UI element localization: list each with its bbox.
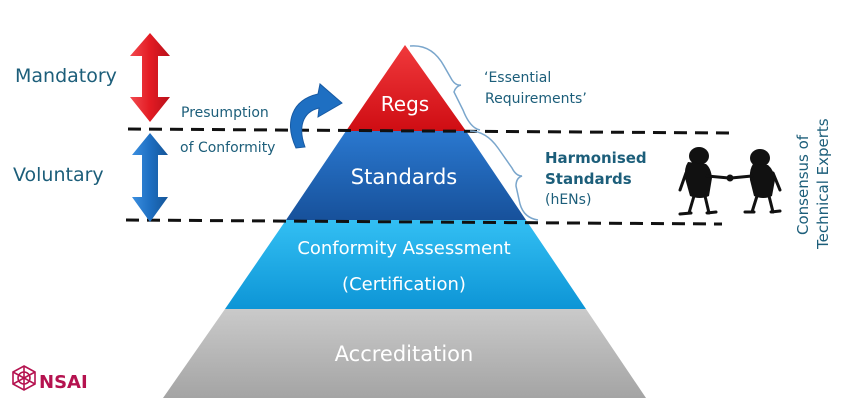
double-arrow-blue-icon [132, 133, 168, 222]
consensus-label-2: Technical Experts [814, 118, 832, 250]
harmonised-label-2: Standards [545, 170, 632, 188]
pyramid-tier-regs [346, 45, 466, 131]
mandatory-label: Mandatory [15, 65, 117, 87]
essential-label-1: ‘Essential [484, 70, 551, 86]
presumption-label-2: of Conformity [180, 140, 275, 156]
pyramid-tier-accreditation [163, 309, 646, 398]
dashed-divider-bottom [125, 218, 723, 226]
tier-accreditation-label: Accreditation [335, 342, 474, 366]
tier-standards-label: Standards [351, 165, 457, 189]
consensus-label-1: Consensus of [794, 134, 812, 235]
tier-conformity-label-2: (Certification) [342, 274, 466, 295]
pyramid-tier-standards [286, 131, 526, 220]
essential-label-2: Requirements’ [485, 91, 587, 107]
bracket-regs [409, 45, 481, 131]
bracket-standards [469, 130, 539, 221]
presumption-label-1: Presumption [181, 105, 269, 121]
double-arrow-red-icon [130, 33, 170, 122]
pyramid-tier-conformity [225, 220, 586, 309]
harmonised-label-3: (hENs) [545, 192, 591, 208]
curved-arrow-icon [290, 83, 343, 149]
dashed-divider-top [127, 127, 731, 135]
nsai-logo-icon [12, 365, 36, 391]
nsai-logo-text: NSAI [39, 372, 88, 393]
tier-regs-label: Regs [381, 92, 429, 116]
harmonised-label-1: Harmonised [545, 149, 647, 167]
voluntary-label: Voluntary [13, 164, 104, 186]
handshake-figures-icon [678, 147, 782, 216]
tier-conformity-label-1: Conformity Assessment [297, 238, 510, 259]
